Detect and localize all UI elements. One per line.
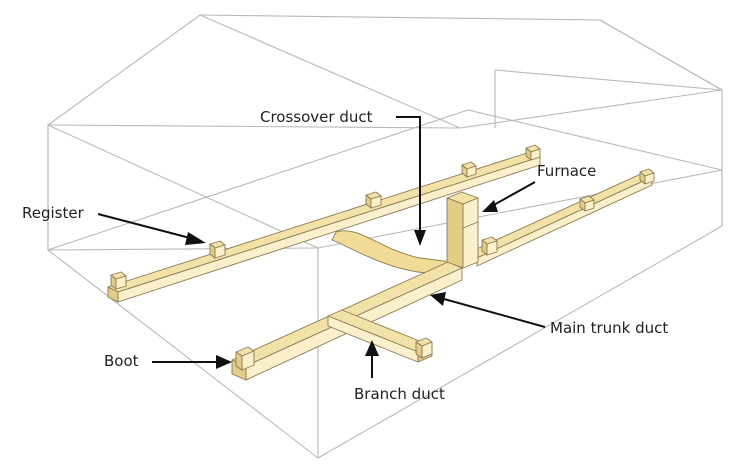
register-box-7 [639, 168, 655, 185]
register-box-2 [209, 240, 226, 259]
register-box-3 [365, 191, 382, 209]
label-branch-duct: Branch duct [354, 385, 445, 403]
left-duct-front [117, 156, 541, 303]
label-boot: Boot [104, 352, 139, 370]
label-furnace: Furnace [537, 162, 596, 180]
furnace-unit [446, 191, 479, 269]
register-box-5 [525, 144, 541, 161]
branch-boot-box [415, 337, 433, 359]
boot-arrow [152, 355, 232, 369]
main-trunk-arrow [430, 292, 546, 328]
register-box-8 [481, 236, 498, 256]
furnace-arrow [482, 181, 536, 212]
register-box-4 [461, 161, 477, 178]
furnace-left [446, 197, 464, 269]
right-branch-run [469, 168, 655, 267]
right-duct-front [476, 176, 653, 267]
crossover-arrow [396, 116, 426, 246]
boot-box [235, 346, 255, 371]
branch-arrow [365, 340, 379, 378]
label-main-trunk-duct: Main trunk duct [550, 319, 668, 337]
furnace-right [462, 197, 479, 269]
register-box-1 [110, 271, 127, 290]
register-box-6 [579, 195, 595, 212]
label-crossover-duct: Crossover duct [260, 108, 373, 126]
register-arrow [97, 213, 206, 245]
left-branch-run [107, 144, 541, 303]
label-register: Register [22, 204, 85, 222]
